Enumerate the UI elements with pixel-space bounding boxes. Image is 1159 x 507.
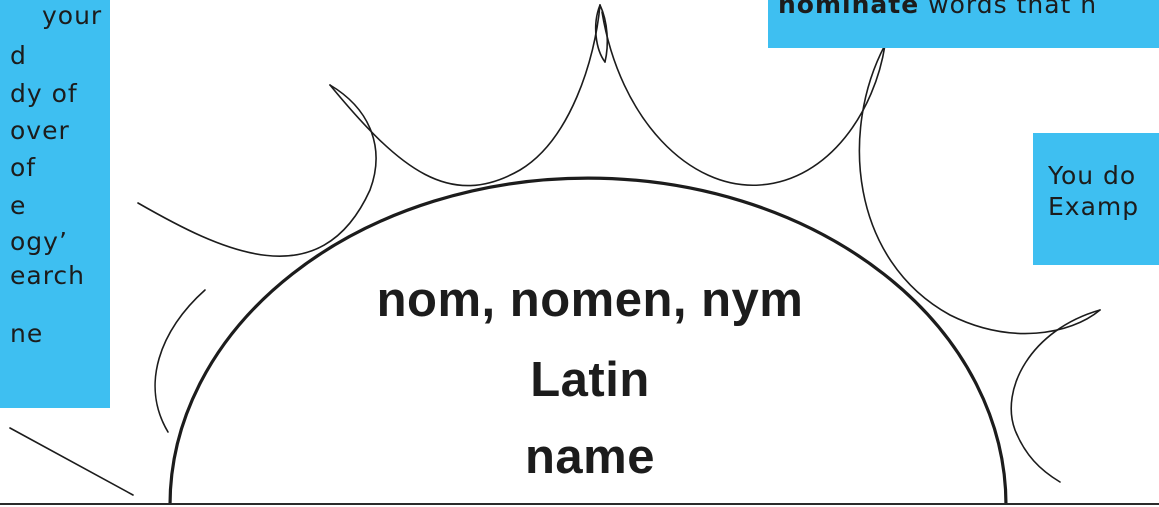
sun-ray-arc-far-right — [1011, 310, 1100, 482]
left-note-line: earch — [10, 256, 85, 296]
left-note-box: your d dy of over of e ogy’ earch ne — [0, 0, 110, 408]
top-note-box: nominate words that n — [768, 0, 1159, 48]
root-origin-label: Latin — [290, 350, 890, 410]
left-note-line: of — [10, 148, 36, 188]
sun-ray-arc-left-lower — [155, 290, 205, 432]
top-note-rest: words that n — [919, 0, 1097, 19]
left-note-line: your — [42, 0, 102, 36]
right-note-line: You do — [1048, 160, 1136, 192]
root-meaning-label: name — [290, 427, 890, 487]
left-note-line: ne — [10, 314, 43, 354]
left-note-line: e — [10, 186, 26, 226]
left-note-line: over — [10, 111, 70, 151]
diagonal-line — [10, 428, 133, 495]
root-forms-heading: nom, nomen, nym — [290, 270, 890, 330]
left-note-line: d — [10, 36, 27, 76]
left-note-line: dy of — [10, 74, 78, 114]
top-note-bold-word: nominate — [778, 0, 919, 19]
right-note-line: Examp — [1048, 191, 1139, 223]
right-note-box: You do Examp — [1033, 133, 1159, 265]
top-note-line: nominate words that n — [778, 0, 1097, 22]
sun-ray-arc-left — [138, 85, 376, 256]
sun-ray-arc-upper-left — [330, 5, 600, 186]
